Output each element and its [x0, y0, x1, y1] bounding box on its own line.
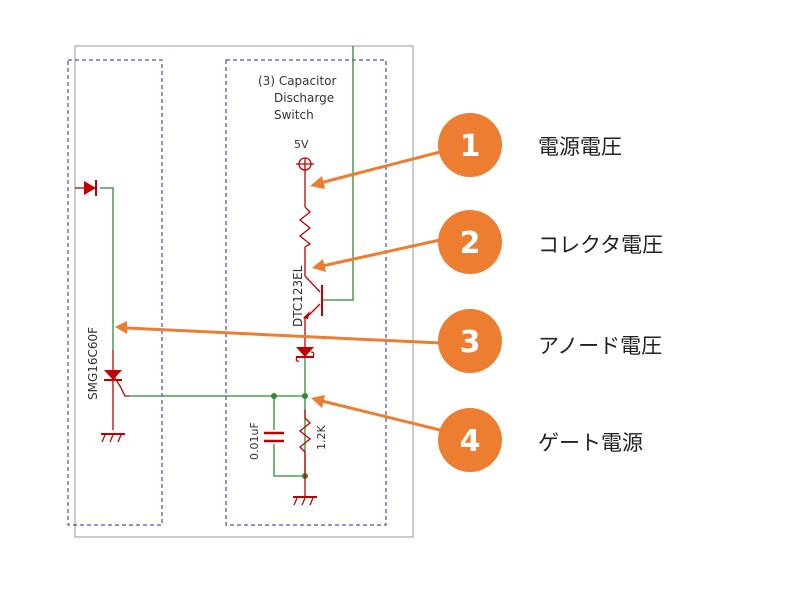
callout-arrow-4	[311, 395, 441, 432]
resistor-label: 1.2K	[315, 425, 328, 450]
callout-arrow-3	[115, 321, 441, 345]
callout-arrow-1	[310, 150, 441, 189]
callout-label-1: 電源電圧	[538, 135, 622, 159]
callout-label-3: アノード電圧	[538, 334, 663, 358]
capacitor-label: 0.01uF	[248, 422, 261, 460]
capacitor-icon	[264, 431, 284, 443]
schematic-frame	[74, 45, 414, 538]
block-title-1: (3) Capacitor	[258, 74, 336, 88]
left-block-box	[67, 59, 163, 526]
resistor-icon	[298, 206, 321, 293]
callout-number-1: 1	[460, 129, 481, 164]
thyristor-label: SMG16C60F	[86, 327, 100, 400]
resistor-icon	[298, 410, 312, 476]
callout-circles	[438, 113, 502, 472]
supply-label: 5V	[294, 138, 309, 151]
zener-diode-icon	[296, 347, 314, 357]
junction-dots	[271, 393, 308, 479]
diode-icon	[84, 181, 96, 195]
callout-arrow-2	[312, 238, 441, 272]
callout-number-4: 4	[460, 424, 481, 459]
supply-symbol-icon	[296, 157, 314, 207]
ground-icon	[293, 496, 317, 506]
callout-number-2: 2	[460, 226, 481, 261]
block-title-3: Switch	[274, 108, 314, 122]
block-title-2: Discharge	[274, 91, 334, 105]
emitter-arrow-icon	[303, 311, 310, 319]
transistor-label: DTC123EL	[291, 265, 305, 327]
callout-label-4: ゲート電源	[538, 431, 643, 455]
callout-number-3: 3	[460, 325, 481, 360]
ground-icon	[101, 433, 125, 443]
discharge-switch-box	[225, 59, 387, 526]
thyristor-icon	[104, 370, 122, 380]
callout-label-2: コレクタ電圧	[538, 233, 664, 257]
